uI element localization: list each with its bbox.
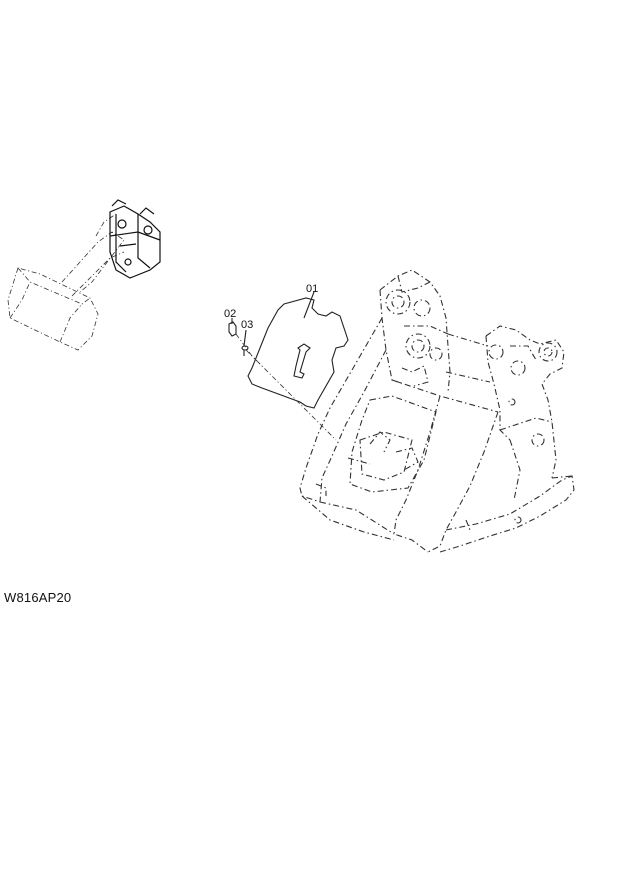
drawing-code-label: W816AP20 (4, 590, 72, 605)
cover-plate-part (247, 297, 349, 409)
callout-01: 01 (306, 283, 318, 295)
front-frame-drawing (299, 269, 575, 553)
callout-02: 02 (224, 308, 236, 320)
bolt-part (228, 321, 237, 337)
loader-overview-icon (7, 199, 161, 351)
callout-03: 03 (241, 319, 253, 331)
leader-lines (231, 291, 337, 441)
